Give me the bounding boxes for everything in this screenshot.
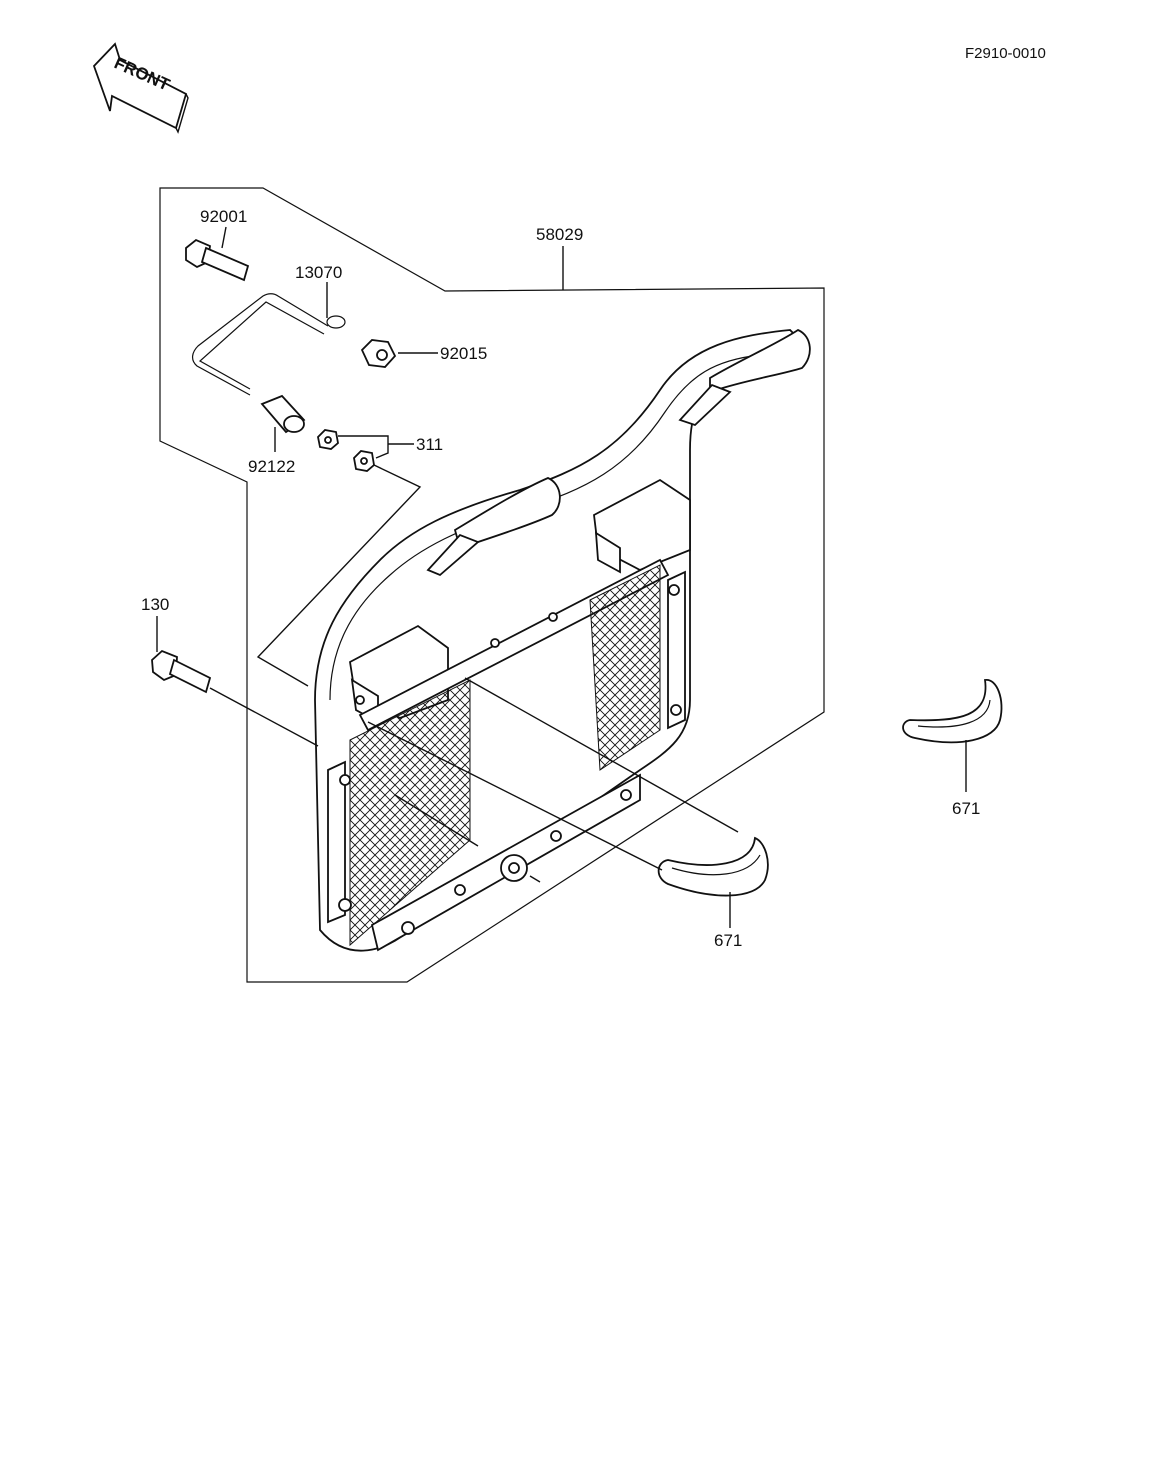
rod-13070 xyxy=(192,293,346,396)
bolt-130 xyxy=(151,649,212,694)
collar-92122 xyxy=(260,394,306,434)
label-671-right: 671 xyxy=(952,799,980,818)
leader-671-lower xyxy=(367,721,663,871)
label-311: 311 xyxy=(416,435,443,454)
label-58029: 58029 xyxy=(536,225,583,244)
band-671-right xyxy=(902,679,1003,744)
bolt-92001 xyxy=(185,238,250,282)
band-671-center xyxy=(657,836,769,897)
front-arrow-icon: FRONT xyxy=(92,42,189,134)
drawing-code: F2910-0010 xyxy=(965,45,1046,62)
nut-92015 xyxy=(360,339,397,368)
saddlebag-frame xyxy=(314,328,811,952)
leader-671-upper xyxy=(464,677,739,833)
label-130: 130 xyxy=(141,595,169,614)
leader-grommet-b xyxy=(529,875,541,883)
label-671-center: 671 xyxy=(714,931,742,950)
label-92015: 92015 xyxy=(440,344,487,363)
nuts-311 xyxy=(317,429,375,472)
label-13070: 13070 xyxy=(295,263,342,282)
leader-92001 xyxy=(221,226,227,249)
leader-grommet-a xyxy=(394,794,479,847)
leader-130-assembly xyxy=(209,687,319,747)
label-92001: 92001 xyxy=(200,207,247,226)
label-92122: 92122 xyxy=(248,457,295,476)
leader-311-assembly xyxy=(256,464,422,687)
